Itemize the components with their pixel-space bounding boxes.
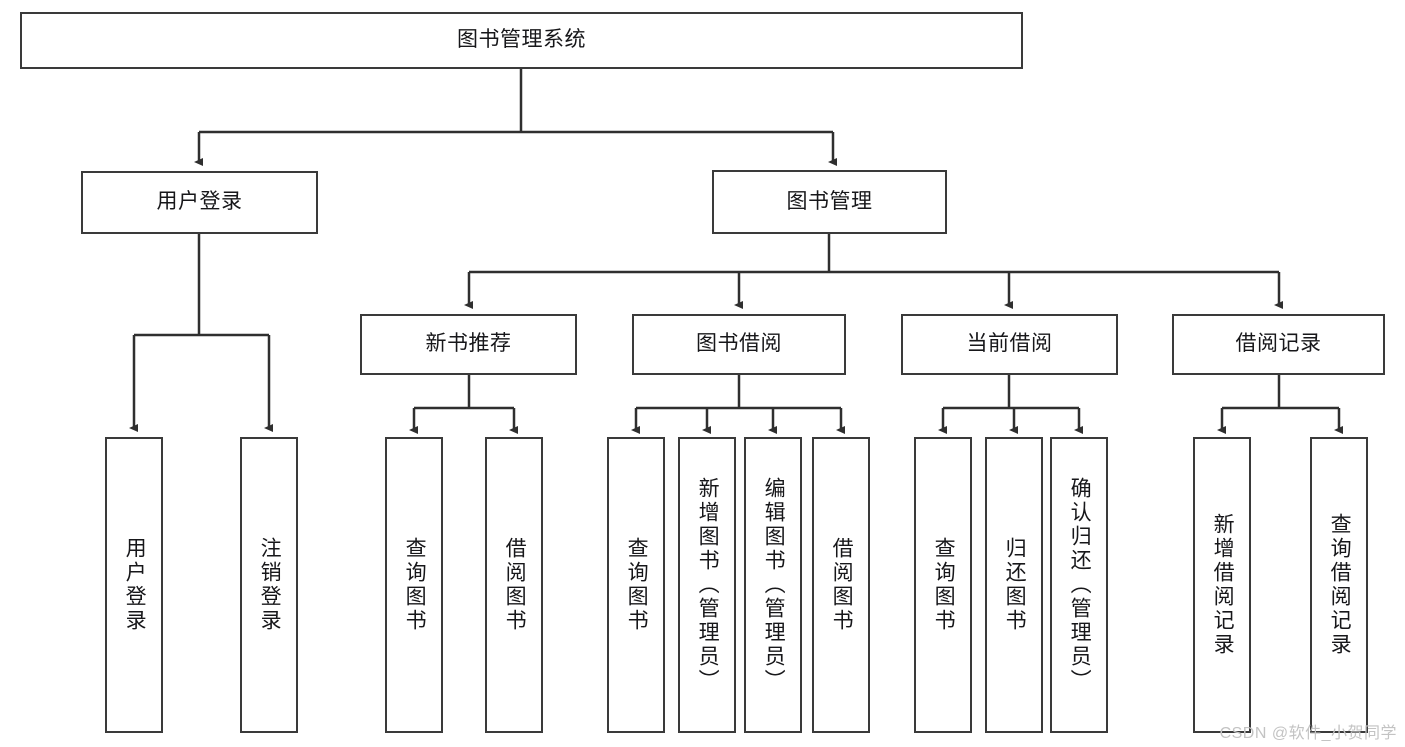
leaf-record-query-record[interactable]: 查询借阅记录	[1310, 437, 1368, 733]
node-label: 借阅图书	[503, 537, 527, 633]
node-label: 新书推荐	[425, 332, 512, 356]
leaf-borrow-query-book[interactable]: 查询图书	[607, 437, 665, 733]
node-label: 查询借阅记录	[1328, 513, 1352, 657]
leaf-text-wrap: 新增图书（管理员）	[695, 439, 719, 731]
leaf-text-wrap: 新增借阅记录	[1210, 439, 1234, 731]
node-label: 借阅图书	[830, 537, 854, 633]
node-label: 查询图书	[403, 537, 427, 633]
leaf-text-wrap: 查询借阅记录	[1327, 439, 1351, 731]
node-new-book-recommend[interactable]: 新书推荐	[360, 314, 577, 375]
leaf-user-login-logout[interactable]: 注销登录	[240, 437, 298, 733]
node-book-management[interactable]: 图书管理	[712, 170, 947, 234]
leaf-borrow-borrow-book[interactable]: 借阅图书	[812, 437, 870, 733]
node-label: 新增借阅记录	[1211, 513, 1235, 657]
leaf-text-wrap: 借阅图书	[829, 439, 853, 731]
node-root-system[interactable]: 图书管理系统	[20, 12, 1023, 69]
node-label: 新增图书（管理员）	[696, 477, 720, 693]
leaf-text-wrap: 查询图书	[402, 439, 426, 731]
leaf-text-wrap: 确认归还（管理员）	[1067, 439, 1091, 731]
node-label: 查询图书	[932, 537, 956, 633]
leaf-text-wrap: 借阅图书	[502, 439, 526, 731]
node-label: 确认归还（管理员）	[1068, 477, 1092, 693]
leaf-recommend-query-book[interactable]: 查询图书	[385, 437, 443, 733]
leaf-text-wrap: 查询图书	[624, 439, 648, 731]
node-user-login[interactable]: 用户登录	[81, 171, 318, 234]
leaf-text-wrap: 注销登录	[257, 439, 281, 731]
leaf-user-login-login[interactable]: 用户登录	[105, 437, 163, 733]
node-label: 当前借阅	[966, 332, 1053, 356]
leaf-record-add-record[interactable]: 新增借阅记录	[1193, 437, 1251, 733]
node-label: 借阅记录	[1235, 332, 1322, 356]
node-label: 用户登录	[123, 537, 147, 633]
leaf-text-wrap: 编辑图书（管理员）	[761, 439, 785, 731]
csdn-watermark: CSDN @软件_小贺同学	[1219, 725, 1397, 742]
leaf-borrow-edit-book-admin[interactable]: 编辑图书（管理员）	[744, 437, 802, 733]
node-label: 查询图书	[625, 537, 649, 633]
node-current-borrow[interactable]: 当前借阅	[901, 314, 1118, 375]
node-label: 图书管理	[786, 189, 873, 213]
leaf-current-return-book[interactable]: 归还图书	[985, 437, 1043, 733]
node-label: 图书管理系统	[457, 28, 586, 52]
leaf-text-wrap: 归还图书	[1002, 439, 1026, 731]
node-label: 用户登录	[156, 190, 243, 214]
node-label: 编辑图书（管理员）	[762, 477, 786, 693]
leaf-current-query-book[interactable]: 查询图书	[914, 437, 972, 733]
node-book-borrow[interactable]: 图书借阅	[632, 314, 846, 375]
node-borrow-record[interactable]: 借阅记录	[1172, 314, 1385, 375]
leaf-text-wrap: 查询图书	[931, 439, 955, 731]
leaf-current-confirm-return-admin[interactable]: 确认归还（管理员）	[1050, 437, 1108, 733]
leaf-text-wrap: 用户登录	[122, 439, 146, 731]
leaf-recommend-borrow-book[interactable]: 借阅图书	[485, 437, 543, 733]
node-label: 归还图书	[1003, 537, 1027, 633]
node-label: 图书借阅	[696, 332, 782, 356]
leaf-borrow-add-book-admin[interactable]: 新增图书（管理员）	[678, 437, 736, 733]
node-label: 注销登录	[258, 537, 282, 633]
